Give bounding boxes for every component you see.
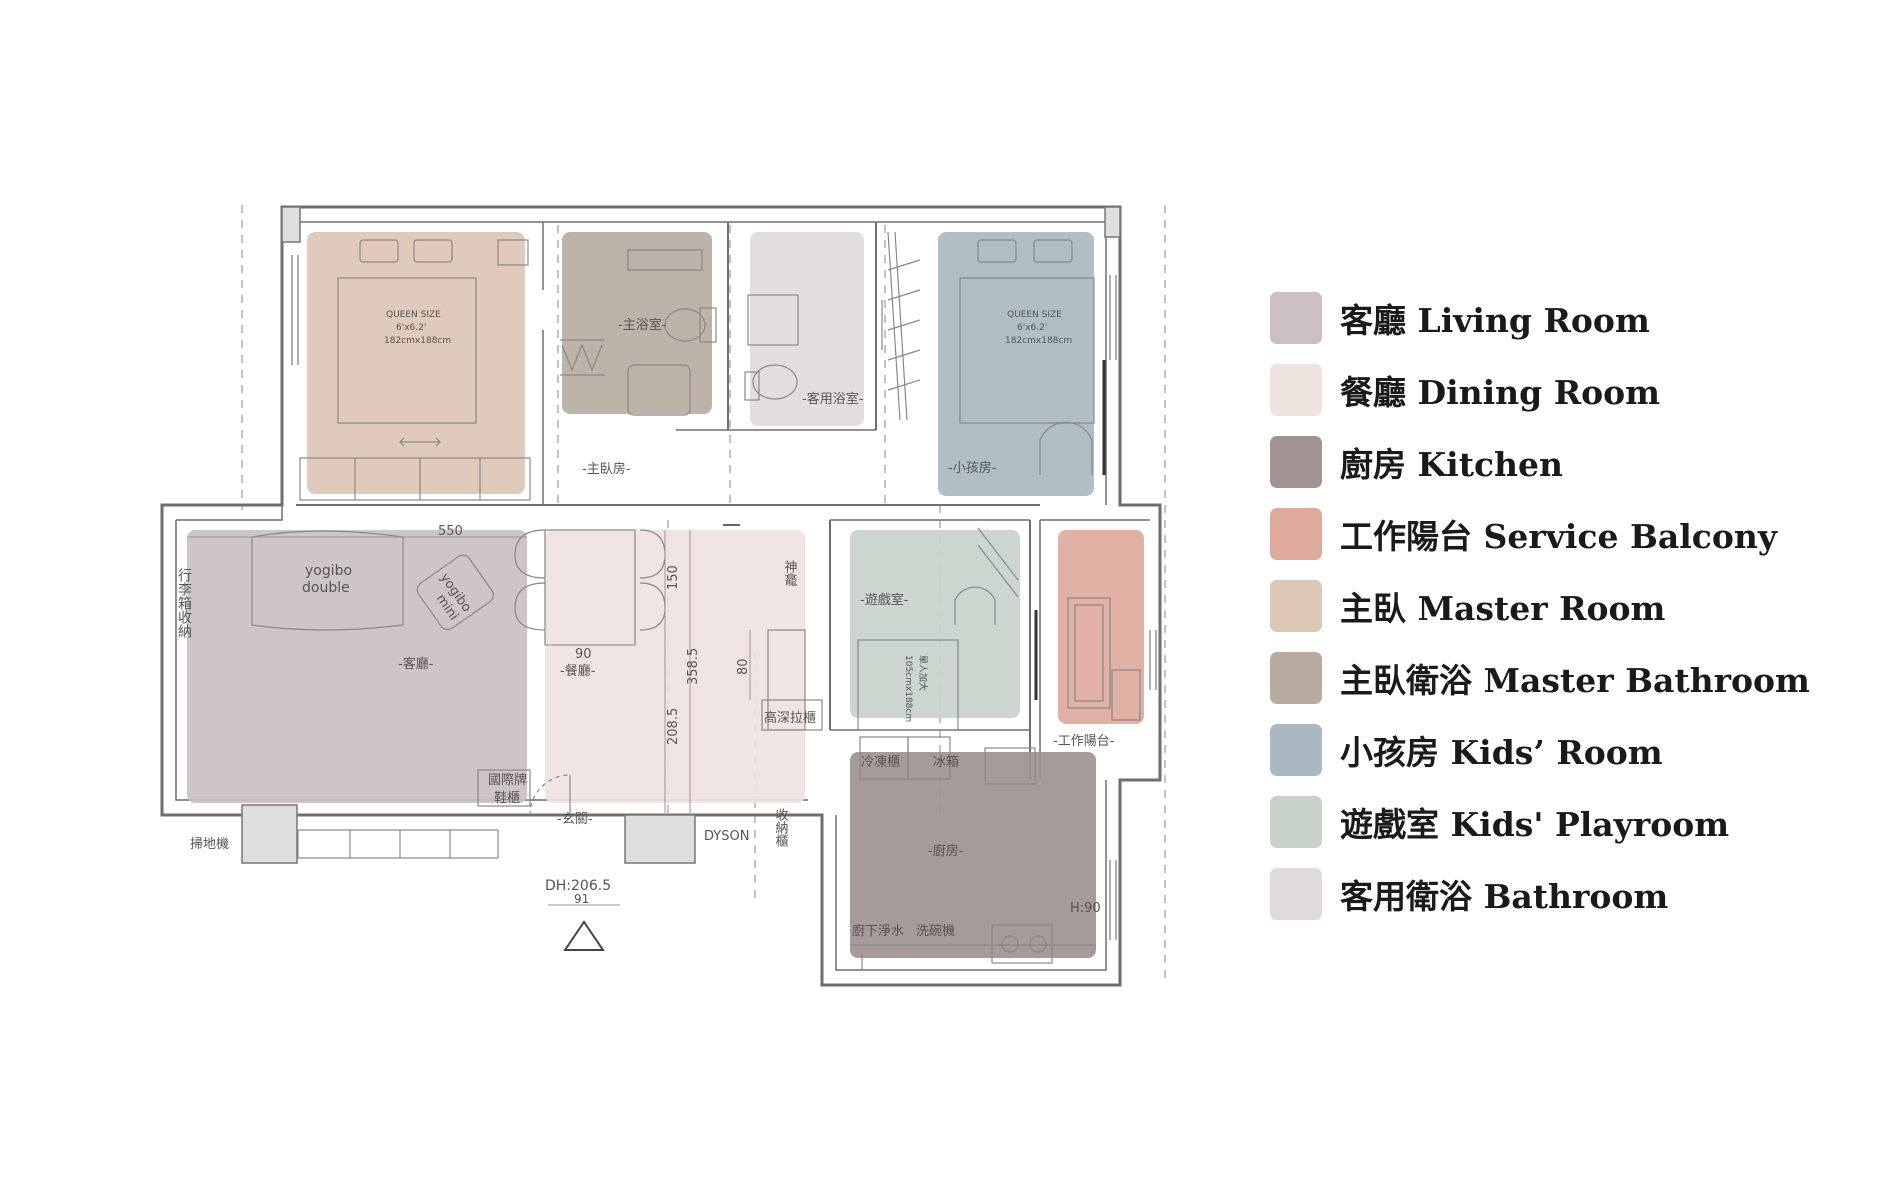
legend-swatch (1270, 868, 1322, 920)
legend-item: 遊戲室 Kids' Playroom (1270, 786, 1870, 858)
yogibo-double-line2: double (302, 580, 350, 596)
yogibo-mini (416, 554, 494, 631)
water-filter-label: 廚下淨水 (852, 923, 904, 939)
plan-labels: -主臥房- -主浴室- -客用浴室- -小孩房- -客廳- -餐廳- -遊戲室-… (176, 310, 1115, 939)
single-bed (857, 639, 959, 731)
fridge-label: 冰箱 (933, 754, 959, 770)
zone-kids-room (938, 232, 1094, 496)
dim-208-5: 208.5 (666, 708, 681, 745)
legend-item: 廚房 Kitchen (1270, 426, 1870, 498)
zone-master-room (307, 232, 525, 494)
kids-bed-size: QUEEN SIZE (1007, 310, 1062, 320)
dim-550: 550 (438, 524, 463, 539)
legend-label: 客用衛浴 Bathroom (1340, 877, 1669, 916)
dim-80: 80 (736, 658, 751, 675)
columns (241, 206, 1121, 864)
label-kids-room: -小孩房- (948, 460, 997, 476)
legend-item: 小孩房 Kids’ Room (1270, 714, 1870, 786)
legend-swatch (1270, 580, 1322, 632)
legend-swatch (1270, 508, 1322, 560)
legend-label: 工作陽台 Service Balcony (1340, 517, 1778, 556)
luggage-storage: 行李箱收納 (176, 568, 192, 639)
dyson-label: DYSON (704, 829, 749, 844)
legend-item: 客廳 Living Room (1270, 282, 1870, 354)
kids-bed (959, 277, 1095, 424)
kids-bed-ft: 6'x6.2' (1017, 323, 1047, 333)
zone-dining-room (545, 530, 805, 803)
kids-bed-cm: 182cmx188cm (1005, 336, 1072, 346)
vacuum-label: 掃地機 (190, 836, 229, 852)
walls (160, 205, 1162, 987)
label-living-room: -客廳- (398, 656, 434, 672)
legend-swatch (1270, 796, 1322, 848)
legend-item: 客用衛浴 Bathroom (1270, 858, 1870, 930)
master-bed (337, 277, 477, 424)
freezer-label: 冷凍櫃 (861, 754, 900, 770)
yogibo-double-line1: yogibo (305, 563, 352, 579)
single-bed-label: 單人加大 (917, 655, 929, 691)
entry-label: -玄關- (557, 812, 593, 827)
dim-150: 150 (666, 565, 681, 590)
legend-label: 小孩房 Kids’ Room (1340, 733, 1663, 772)
zone-service-balcony (1058, 530, 1144, 724)
legend: 客廳 Living Room 餐廳 Dining Room 廚房 Kitchen 工作… (1270, 282, 1870, 930)
dim-90: 90 (575, 647, 592, 662)
zone-kids-playroom (850, 530, 1020, 718)
master-bed-ft: 6'x6.2' (396, 323, 426, 333)
label-dining-room: -餐廳- (560, 663, 596, 679)
label-master-room: -主臥房- (582, 461, 631, 477)
zone-kitchen (850, 752, 1096, 958)
room-zones (187, 232, 1144, 958)
legend-swatch (1270, 652, 1322, 704)
windows (291, 255, 1157, 940)
legend-swatch (1270, 436, 1322, 488)
legend-item: 工作陽台 Service Balcony (1270, 498, 1870, 570)
legend-item: 主臥 Master Room (1270, 570, 1870, 642)
legend-item: 餐廳 Dining Room (1270, 354, 1870, 426)
label-guest-bath: -客用浴室- (802, 391, 864, 407)
zone-living-room (187, 530, 527, 803)
counter-height: H:90 (1070, 901, 1101, 916)
single-bed-size: 105cmx188cm (903, 655, 913, 722)
legend-label: 餐廳 Dining Room (1340, 373, 1661, 412)
legend-label: 主臥衛浴 Master Bathroom (1340, 661, 1810, 700)
dim-358-5: 358.5 (686, 648, 701, 685)
legend-label: 廚房 Kitchen (1340, 445, 1564, 484)
shoe-cabinet-label: 鞋櫃 (494, 790, 520, 806)
label-kitchen: -廚房- (928, 843, 964, 859)
master-bed-cm: 182cmx188cm (384, 336, 451, 346)
door-height: DH:206.5 (545, 878, 611, 894)
furniture (251, 231, 1141, 970)
legend-swatch (1270, 364, 1322, 416)
legend-label: 客廳 Living Room (1340, 301, 1650, 340)
dishwasher-label: 洗碗機 (916, 923, 955, 939)
yogibo-double (251, 530, 404, 631)
master-bed-size: QUEEN SIZE (386, 310, 441, 320)
pullout-cabinet: 高深拉櫃 (764, 710, 816, 726)
dimension-lines (187, 524, 751, 906)
label-service-balcony: -工作陽台- (1053, 734, 1115, 749)
legend-swatch (1270, 292, 1322, 344)
legend-label: 主臥 Master Room (1340, 589, 1666, 628)
dim-91: 91 (574, 892, 589, 906)
shrine: 神龕 (782, 560, 798, 586)
zone-guest-bathroom (750, 232, 864, 426)
storage-cabinet: 收納櫃 (773, 808, 789, 847)
washer-dryer (1067, 597, 1111, 709)
legend-item: 主臥衛浴 Master Bathroom (1270, 642, 1870, 714)
label-playroom: -遊戲室- (860, 592, 909, 608)
legend-swatch (1270, 724, 1322, 776)
legend-label: 遊戲室 Kids' Playroom (1340, 805, 1730, 844)
zone-master-bathroom (562, 232, 712, 414)
entrance-arrow-icon (563, 920, 605, 951)
label-master-bath: -主浴室- (618, 317, 667, 333)
shoe-cabinet-brand: 國際牌 (488, 772, 527, 788)
